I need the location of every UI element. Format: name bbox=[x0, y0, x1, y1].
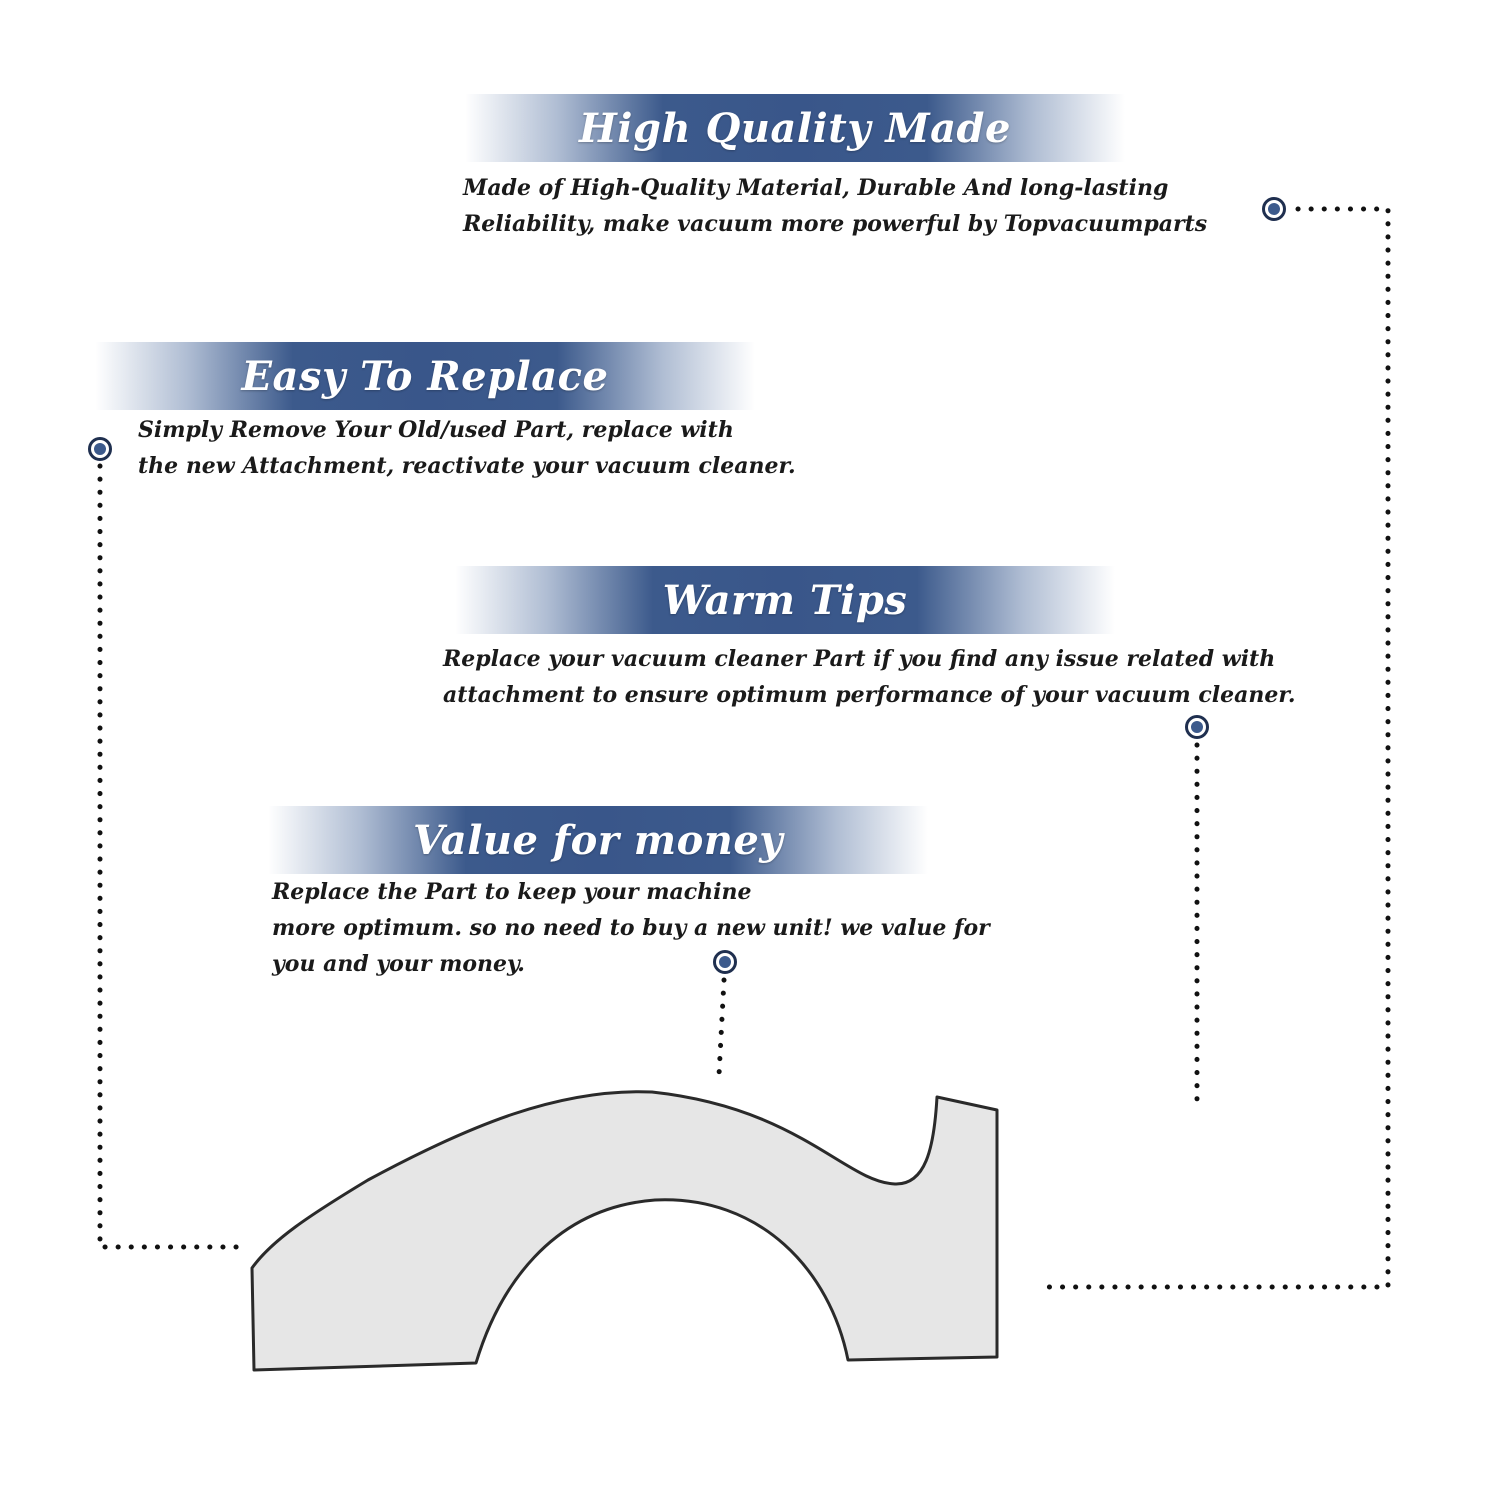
banner-title: High Quality Made bbox=[579, 104, 1011, 152]
description-line: Replace your vacuum cleaner Part if you … bbox=[443, 646, 1276, 672]
description-line: you and your money. bbox=[272, 951, 525, 977]
connector-high-quality bbox=[1035, 206, 1391, 1290]
description-line: the new Attachment, reactivate your vacu… bbox=[138, 453, 796, 479]
banner-high-quality: High Quality Made bbox=[465, 94, 1125, 162]
marker-icon bbox=[713, 950, 737, 974]
feature-description-high-quality: Made of High-Quality Material, Durable A… bbox=[463, 170, 1207, 242]
banner-value-money: Value for money bbox=[268, 806, 928, 874]
banner-warm-tips: Warm Tips bbox=[455, 566, 1115, 634]
feature-description-warm-tips: Replace your vacuum cleaner Part if you … bbox=[443, 641, 1296, 713]
banner-title: Warm Tips bbox=[662, 576, 908, 624]
banner-easy-replace: Easy To Replace bbox=[95, 342, 755, 410]
description-line: Replace the Part to keep your machine bbox=[272, 879, 752, 905]
description-line: Made of High-Quality Material, Durable A… bbox=[463, 175, 1169, 201]
marker-icon bbox=[88, 437, 112, 461]
description-line: Reliability, make vacuum more powerful b… bbox=[463, 211, 1208, 237]
description-line: more optimum. so no need to buy a new un… bbox=[272, 915, 990, 941]
banner-title: Value for money bbox=[412, 816, 784, 864]
feature-description-easy-replace: Simply Remove Your Old/used Part, replac… bbox=[138, 412, 796, 484]
marker-icon bbox=[1262, 197, 1286, 221]
banner-title: Easy To Replace bbox=[241, 352, 609, 400]
description-line: Simply Remove Your Old/used Part, replac… bbox=[138, 417, 734, 443]
feature-description-value-money: Replace the Part to keep your machine mo… bbox=[272, 874, 990, 982]
vacuum-part-shape bbox=[250, 1090, 999, 1372]
connector-easy-replace bbox=[97, 463, 248, 1250]
description-line: attachment to ensure optimum performance… bbox=[443, 682, 1296, 708]
connector-value-money bbox=[716, 977, 727, 1078]
marker-icon bbox=[1185, 715, 1209, 739]
